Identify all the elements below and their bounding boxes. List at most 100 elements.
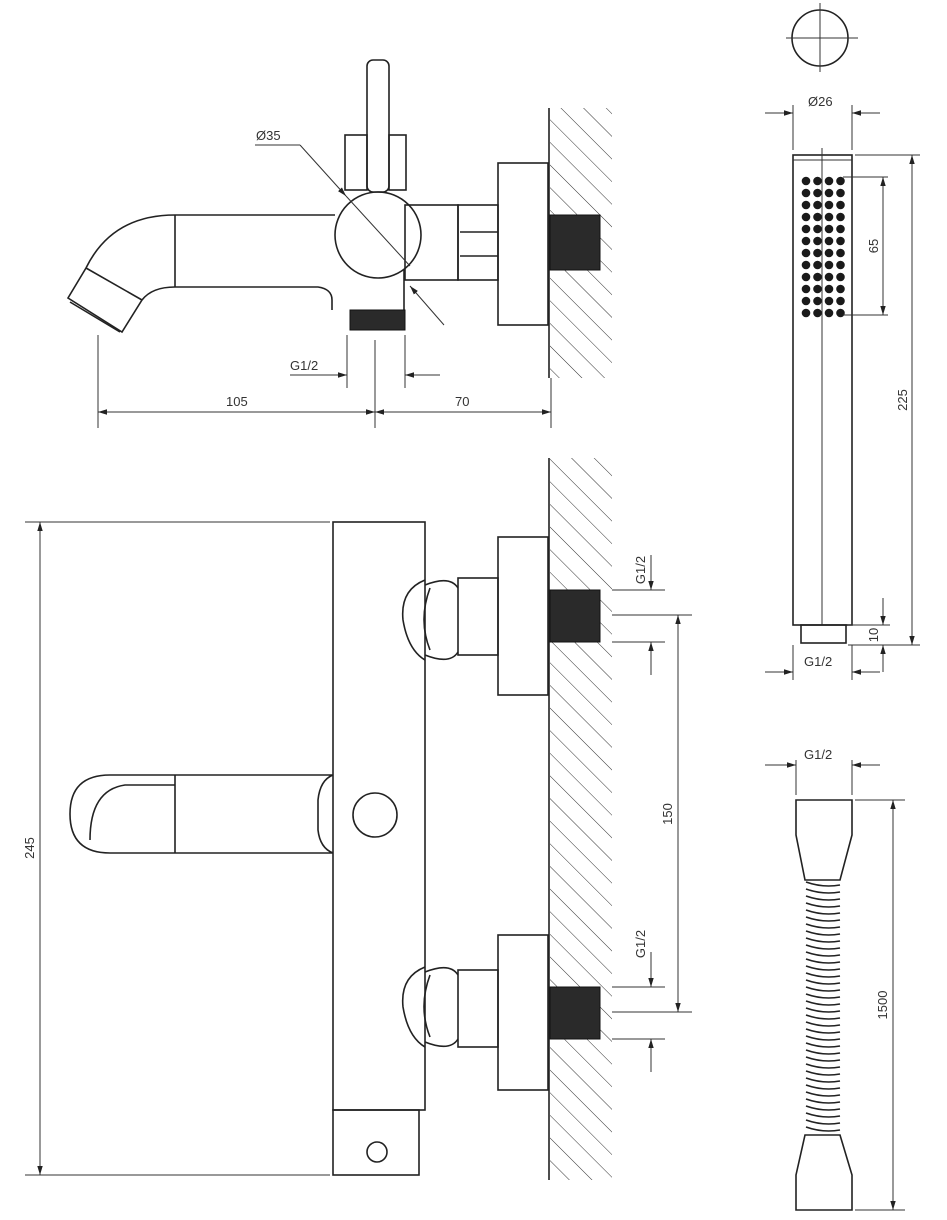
- shower-thread-label: G1/2: [804, 654, 832, 669]
- nozzle-dot: [836, 176, 845, 186]
- nozzle-dot: [801, 260, 811, 270]
- height-245-label: 245: [22, 837, 37, 859]
- nozzle-dot: [813, 236, 822, 246]
- nozzle-dot: [813, 284, 822, 294]
- hose-coil: [805, 1042, 841, 1048]
- hose-coil: [805, 972, 841, 978]
- hose-coil: [805, 1063, 841, 1069]
- hose-bottom-fitting: [795, 1134, 853, 1211]
- spray-nozzles: [801, 176, 845, 318]
- nozzle-dot: [801, 236, 811, 246]
- mixer-body-circle: [334, 191, 422, 279]
- nozzle-dot: [813, 296, 822, 306]
- hose-coil: [805, 965, 841, 971]
- hose-coil: [805, 1007, 841, 1013]
- nozzle-dot: [813, 176, 822, 186]
- nozzle-dot: [813, 200, 822, 210]
- hose-top-fitting: [795, 799, 853, 881]
- hose-coil: [805, 1077, 841, 1083]
- hose-coil: [805, 1028, 841, 1034]
- spout: [66, 214, 335, 334]
- wall-hatch-front: [550, 458, 612, 1180]
- hose-coil: [805, 993, 841, 999]
- hose-coil: [805, 909, 841, 915]
- spacing-150-label: 150: [660, 803, 675, 825]
- hose-coil: [805, 1105, 841, 1111]
- wall-thread-upper: [549, 589, 601, 643]
- hose-coil: [805, 916, 841, 922]
- hose-coil: [805, 881, 841, 887]
- end-cap: [332, 1109, 420, 1176]
- hose-coil: [805, 902, 841, 908]
- nozzle-dot: [801, 224, 811, 234]
- thread-length-label: 10: [866, 628, 881, 642]
- hose-spring: [805, 881, 841, 1132]
- nozzle-dot: [801, 284, 811, 294]
- hose-coil: [805, 1112, 841, 1118]
- hose-coil: [805, 951, 841, 957]
- outlet-thread-label: G1/2: [290, 358, 318, 373]
- hose-thread-label: G1/2: [804, 747, 832, 762]
- nozzle-dot: [836, 284, 845, 294]
- nozzle-dot: [813, 212, 822, 222]
- lever-handle: [69, 774, 334, 854]
- nozzle-dot: [824, 308, 834, 318]
- nozzle-dot: [813, 308, 822, 318]
- hose-coil: [805, 1014, 841, 1020]
- nozzle-dot: [813, 260, 822, 270]
- nozzle-dot: [836, 200, 845, 210]
- nozzle-dot: [824, 188, 834, 198]
- hose-coil: [805, 1126, 841, 1132]
- nozzle-dot: [836, 188, 845, 198]
- shower-thread: [800, 624, 847, 644]
- spout-length-label: 105: [226, 394, 248, 409]
- diameter-35-label: Ø35: [256, 128, 281, 143]
- hose-coil: [805, 923, 841, 929]
- wall-thread-top: [549, 214, 601, 271]
- nozzle-dot: [836, 224, 845, 234]
- nozzle-dot: [801, 188, 811, 198]
- hose-coil: [805, 944, 841, 950]
- shower-hose: G1/2 1500: [765, 747, 905, 1211]
- hose-coil: [805, 930, 841, 936]
- hose-coil: [805, 937, 841, 943]
- nozzle-dot: [824, 284, 834, 294]
- nozzle-dot: [836, 236, 845, 246]
- lever-stem: [366, 59, 390, 193]
- top-view-mixer: Ø35 G1/2 105 70: [66, 59, 612, 428]
- nozzle-dot: [801, 176, 811, 186]
- nozzle-dot: [836, 260, 845, 270]
- nozzle-dot: [813, 272, 822, 282]
- wall-distance-label: 70: [455, 394, 469, 409]
- nozzle-dot: [824, 272, 834, 282]
- nozzle-dot: [801, 248, 811, 258]
- front-view-mixer: 245 G1/2 G1/2 150: [22, 458, 692, 1180]
- hose-length-label: 1500: [875, 991, 890, 1020]
- nozzle-dot: [813, 224, 822, 234]
- nozzle-dot: [824, 260, 834, 270]
- nozzle-dot: [801, 272, 811, 282]
- nozzle-dot: [801, 200, 811, 210]
- hose-coil: [805, 1049, 841, 1055]
- nozzle-dot: [801, 308, 811, 318]
- nozzle-dot: [801, 212, 811, 222]
- hand-shower: Ø26 65 225 10 G1/2: [765, 3, 920, 680]
- nozzle-dot: [824, 236, 834, 246]
- hose-coil: [805, 1021, 841, 1027]
- hose-coil: [805, 1035, 841, 1041]
- hose-coil: [805, 1098, 841, 1104]
- hose-coil: [805, 958, 841, 964]
- hose-coil: [805, 979, 841, 985]
- hose-coil: [805, 1000, 841, 1006]
- escutcheon-top: [497, 162, 549, 326]
- hose-coil: [805, 1084, 841, 1090]
- upper-thread-label: G1/2: [633, 556, 648, 584]
- hose-coil: [805, 1056, 841, 1062]
- nozzle-dot: [801, 296, 811, 306]
- hose-coil: [805, 888, 841, 894]
- hose-coil: [805, 1070, 841, 1076]
- nozzle-dot: [824, 212, 834, 222]
- outlet-thread: [349, 309, 406, 331]
- wall-thread-lower: [549, 986, 601, 1040]
- nozzle-dot: [813, 248, 822, 258]
